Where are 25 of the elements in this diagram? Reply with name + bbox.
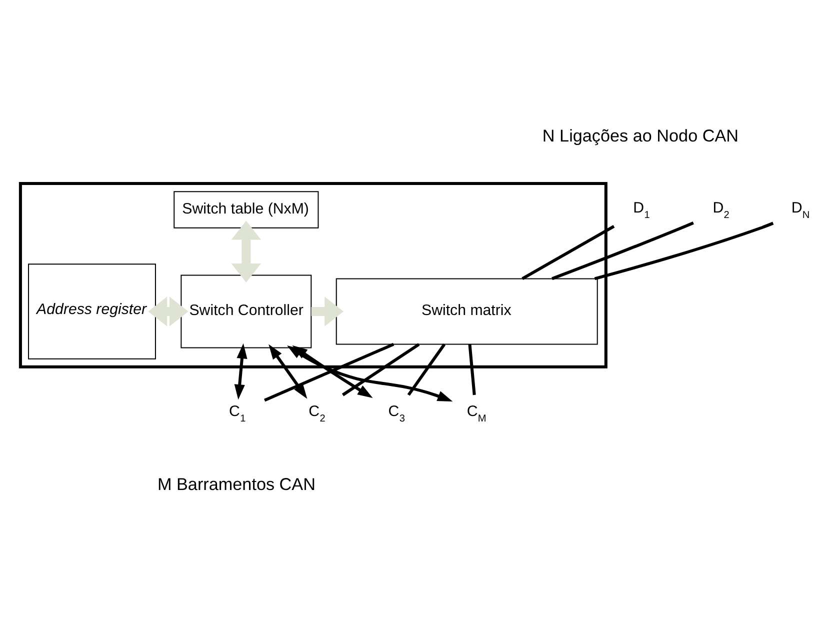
node-box: Address register [28, 263, 156, 359]
connector [594, 221, 774, 280]
label: N Ligações ao Nodo CAN [542, 124, 739, 145]
arrow [234, 342, 248, 400]
node-text: D$_{2}$ [712, 198, 730, 220]
connector [522, 224, 615, 280]
node-text: C$_{1}$ [229, 402, 246, 424]
arrow [231, 220, 262, 282]
connector [552, 220, 694, 280]
node-box: Switch Controller [180, 274, 312, 348]
node-text: C$_{2}$ [308, 402, 326, 424]
connector [407, 342, 446, 396]
node-text: D$_{N}$ [791, 198, 810, 220]
node-box: Switch matrix [336, 278, 598, 344]
arrow [311, 296, 344, 326]
cluster [18, 182, 608, 368]
label: M Barramentos CAN [157, 473, 316, 494]
node-box: Switch table (NxM) [174, 190, 319, 228]
arrow [148, 296, 188, 326]
node-text: D$_{1}$ [633, 198, 650, 220]
node-text: C$_{M}$ [466, 402, 486, 424]
connector [468, 344, 476, 395]
connector [342, 342, 420, 396]
connector [264, 342, 394, 402]
node-text: C$_{3}$ [388, 402, 405, 424]
